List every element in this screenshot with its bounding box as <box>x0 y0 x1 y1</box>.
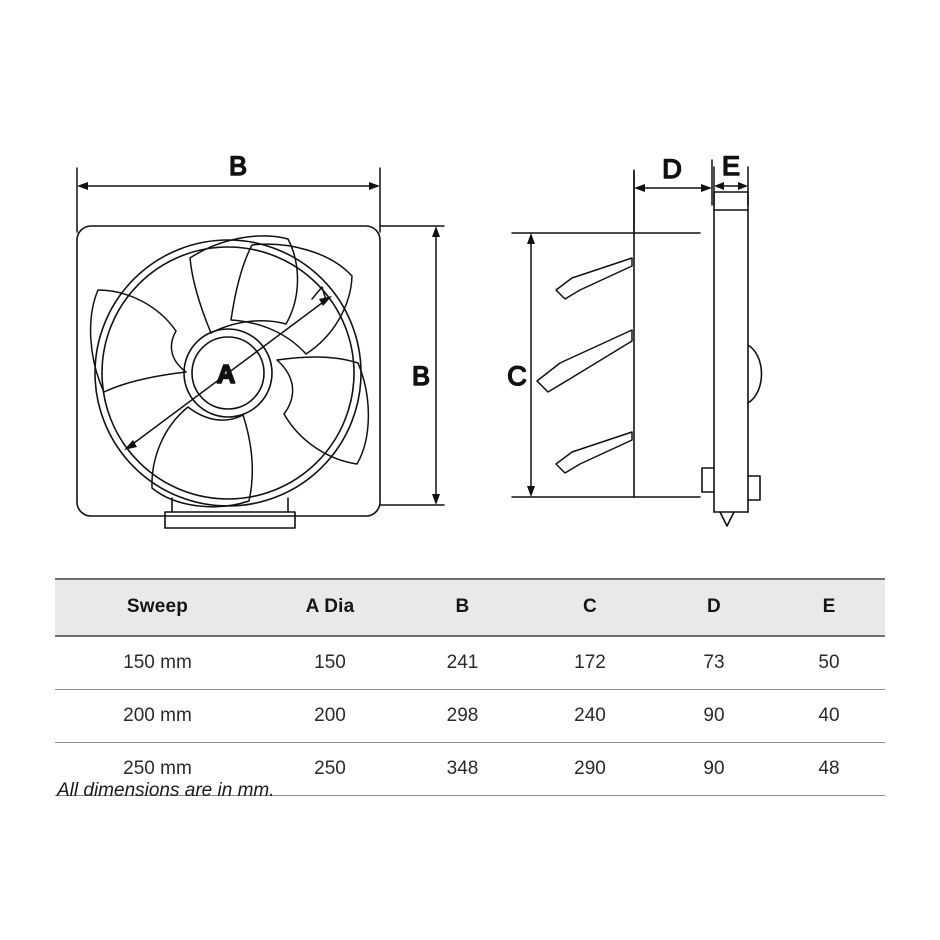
cell-b: 241 <box>400 636 525 690</box>
fan-inner-ring <box>101 246 355 500</box>
side-height-label: C <box>507 361 527 391</box>
cell-d: 90 <box>655 742 773 796</box>
fan-diameter-arrow <box>124 286 332 450</box>
column-header-c: C <box>525 578 655 637</box>
technical-drawing: B B <box>76 150 763 529</box>
cell-sweep: 250 mm <box>55 742 260 796</box>
column-header-d: D <box>655 578 773 637</box>
cell-a-dia: 200 <box>260 689 400 743</box>
cell-sweep: 150 mm <box>55 636 260 690</box>
front-width-dimension <box>76 167 381 233</box>
side-flange-label: E <box>722 151 740 181</box>
side-frame-body <box>713 191 749 513</box>
front-width-label: B <box>229 151 247 181</box>
cell-e: 50 <box>773 636 885 690</box>
cell-c: 240 <box>525 689 655 743</box>
table-row: 250 mm 250 348 290 90 48 <box>55 742 885 796</box>
table-row: 150 mm 150 241 172 73 50 <box>55 636 885 690</box>
side-frame-bulge <box>747 344 763 404</box>
cell-b: 348 <box>400 742 525 796</box>
side-frame-tabs <box>701 467 761 527</box>
front-height-label: B <box>412 361 430 391</box>
front-panel-outline <box>76 225 381 517</box>
side-view: D E C <box>506 150 763 527</box>
cell-d: 90 <box>655 689 773 743</box>
cell-e: 40 <box>773 689 885 743</box>
column-header-a-dia: A Dia <box>260 578 400 637</box>
cell-a-dia: 150 <box>260 636 400 690</box>
table-header-row: Sweep A Dia B C D E <box>55 578 885 637</box>
fan-base <box>164 497 296 529</box>
cell-c: 172 <box>525 636 655 690</box>
specification-table-container: Sweep A Dia B C D E 150 mm 150 241 172 7… <box>55 578 885 796</box>
cell-a-dia: 250 <box>260 742 400 796</box>
side-depth-label: D <box>662 154 682 184</box>
side-blade-profiles <box>536 257 633 474</box>
table-row: 200 mm 200 298 240 90 40 <box>55 689 885 743</box>
front-view: B B <box>76 150 445 529</box>
hub-outer-circle <box>183 328 273 418</box>
front-height-dimension <box>379 225 445 506</box>
column-header-sweep: Sweep <box>55 578 260 637</box>
dimensions-footnote: All dimensions are in mm. <box>57 780 275 801</box>
cell-sweep: 200 mm <box>55 689 260 743</box>
side-height-dimension <box>511 232 701 498</box>
column-header-b: B <box>400 578 525 637</box>
fan-blades <box>89 235 370 508</box>
cell-e: 48 <box>773 742 885 796</box>
cell-c: 290 <box>525 742 655 796</box>
cell-b: 298 <box>400 689 525 743</box>
column-header-e: E <box>773 578 885 637</box>
cell-d: 73 <box>655 636 773 690</box>
specification-table: Sweep A Dia B C D E 150 mm 150 241 172 7… <box>55 578 885 796</box>
hub-inner-circle <box>191 336 265 410</box>
